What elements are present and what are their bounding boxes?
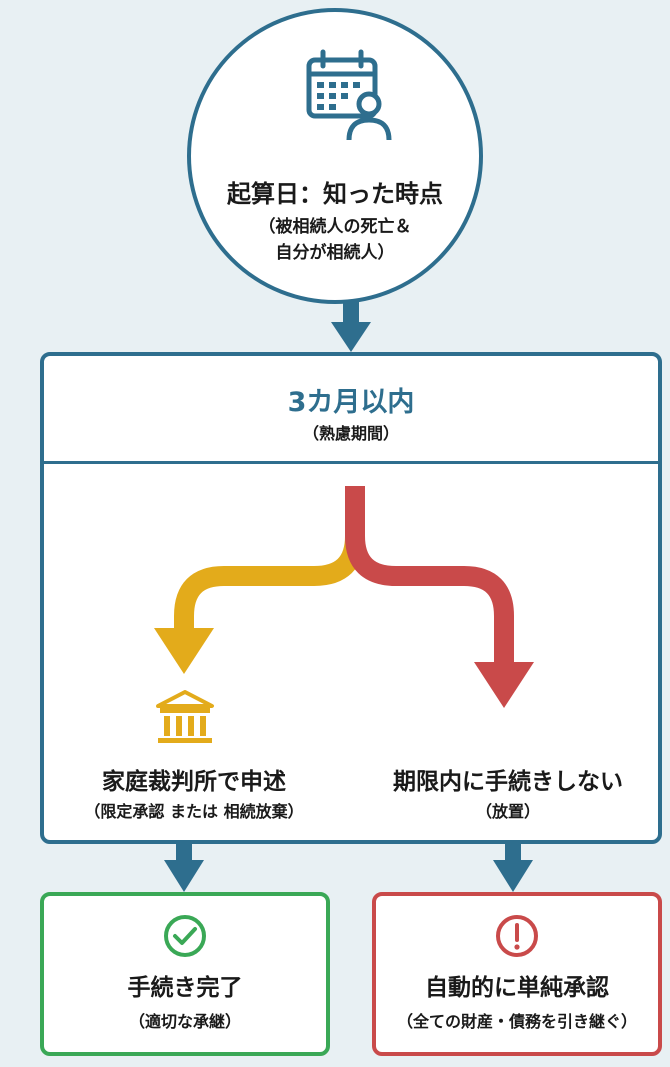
red-arrow-head-icon: [474, 662, 534, 708]
start-subtitle-line1: （被相続人の死亡＆: [258, 217, 412, 237]
down-arrow-icon: [164, 860, 204, 892]
left-branch-subtitle: （限定承認 または 相続放棄）: [84, 802, 304, 821]
result-complete-subtitle: （適切な承継）: [128, 1012, 241, 1031]
right-branch-title: 期限内に手続きしない: [393, 769, 623, 795]
period-header: 3カ月以内 （熟慮期間）: [44, 356, 658, 464]
start-title: 起算日：知った時点: [227, 180, 443, 208]
down-arrow-icon: [493, 860, 533, 892]
start-circle: 起算日：知った時点 （被相続人の死亡＆ 自分が相続人）: [187, 8, 483, 304]
calendar-person-icon: [306, 49, 392, 141]
result-auto-approval-box: 自動的に単純承認 （全ての財産・債務を引き継ぐ）: [372, 892, 662, 1056]
left-branch-title: 家庭裁判所で申述: [102, 769, 286, 795]
result-complete-title: 手続き完了: [127, 975, 243, 1001]
branch-arrows: [154, 486, 534, 708]
period-subtitle: （熟慮期間）: [302, 424, 399, 443]
start-subtitle-line2: 自分が相続人）: [275, 243, 395, 263]
courthouse-icon: [156, 690, 214, 743]
check-circle-icon: [164, 915, 206, 957]
result-auto-approval-title: 自動的に単純承認: [425, 975, 609, 1001]
period-title: 3カ月以内: [287, 387, 415, 418]
exclamation-circle-icon: [496, 915, 538, 957]
down-arrow-icon: [331, 322, 371, 352]
result-complete-box: 手続き完了 （適切な承継）: [40, 892, 330, 1056]
yellow-arrow-head-icon: [154, 628, 214, 674]
result-auto-approval-subtitle: （全ての財産・債務を引き継ぐ）: [396, 1012, 637, 1031]
right-branch-subtitle: （放置）: [475, 802, 540, 821]
period-panel: 3カ月以内 （熟慮期間） 家庭裁判所で申述 （限定承認 または 相続放棄） 期限…: [40, 352, 662, 844]
